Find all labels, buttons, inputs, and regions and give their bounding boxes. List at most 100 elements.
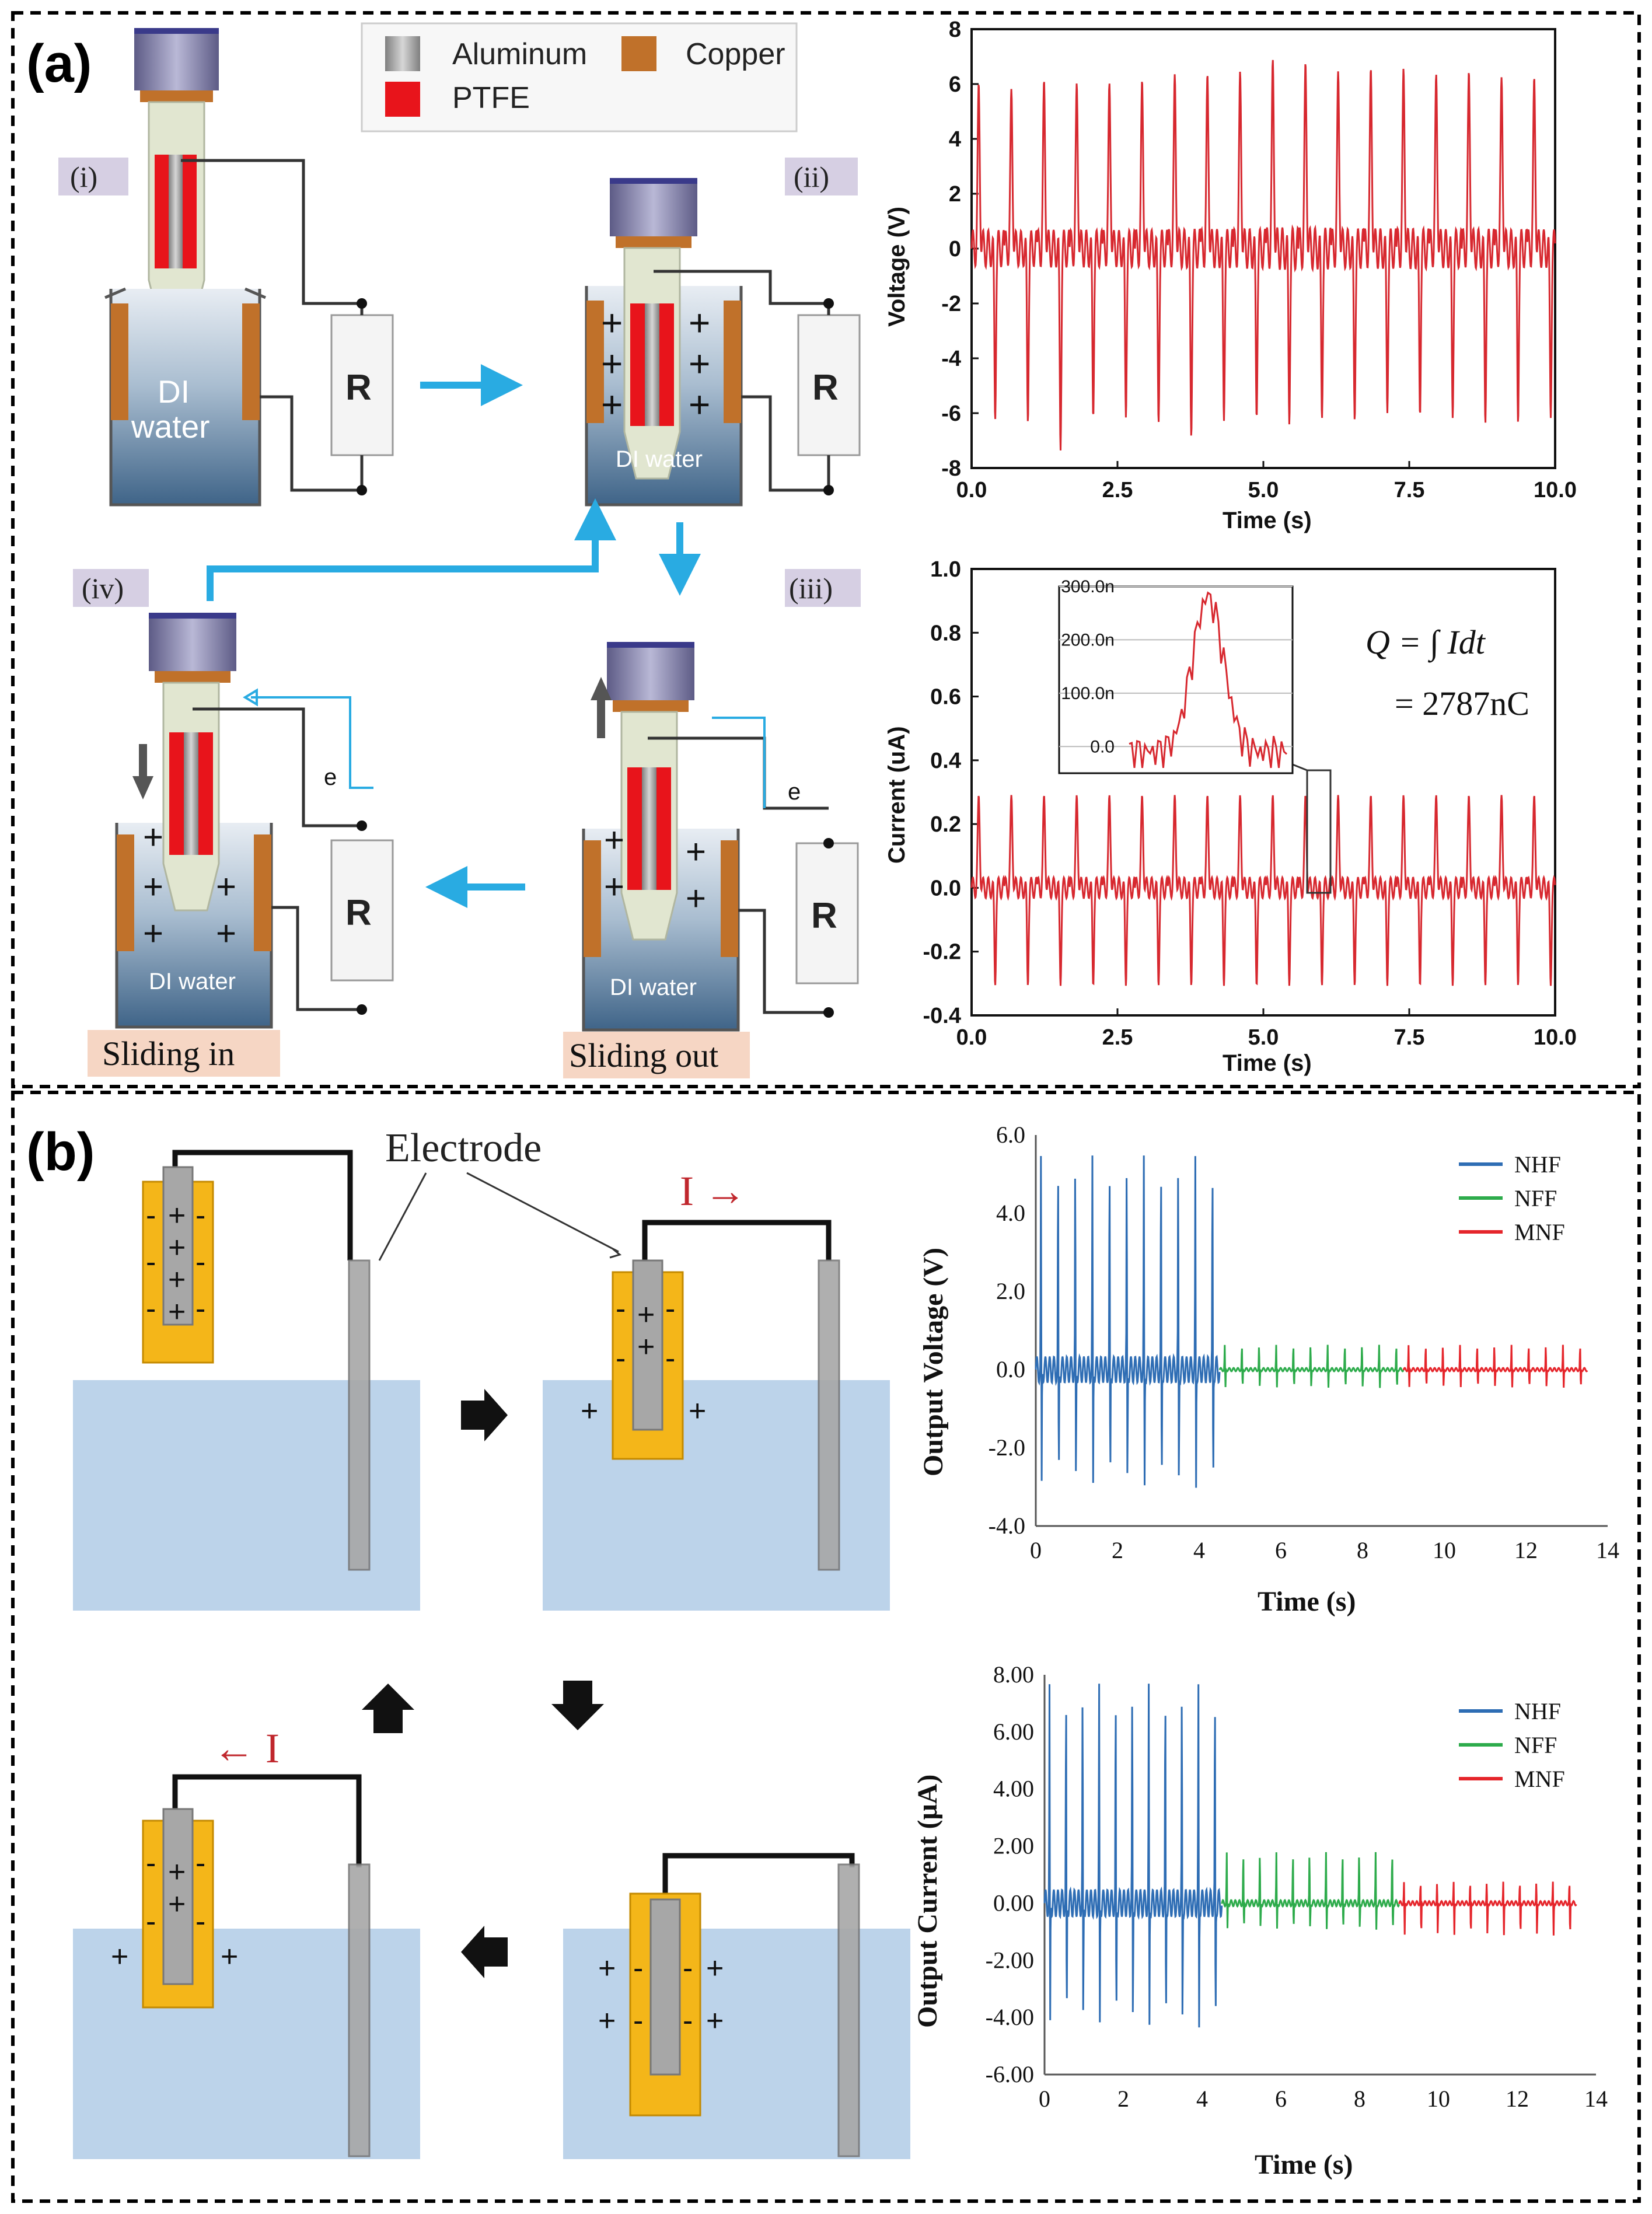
- voltage-b-ytick: -4.0: [989, 1513, 1025, 1539]
- svg-text:+: +: [637, 1330, 655, 1364]
- svg-text:-: -: [633, 1951, 643, 1985]
- panel-b-border: [11, 1091, 1641, 2203]
- plus-ii-2: +: [601, 343, 623, 385]
- voltage-b-xtick: 0: [1030, 1537, 1042, 1563]
- resistor-iv: [330, 839, 394, 982]
- current-a-xtick: 5.0: [1248, 1025, 1279, 1050]
- series-line-nff: [1221, 1852, 1400, 1930]
- current-b-ytick: -6.00: [986, 2061, 1034, 2087]
- voltage-b-ylabel: Output Voltage (V): [918, 1248, 949, 1476]
- svg-text:-: -: [616, 1292, 626, 1326]
- panel-a-border: [11, 11, 1641, 1088]
- voltage-a-ytick: 8: [949, 18, 961, 42]
- plus-iii-1: +: [604, 820, 624, 860]
- current-a-xtick: 0.0: [956, 1025, 987, 1050]
- legend-label-nhf: NHF: [1514, 1698, 1561, 1724]
- material-legend: Aluminum Copper PTFE: [361, 22, 798, 132]
- electron-iv: e: [324, 764, 337, 790]
- inset-ytick: 200.0n: [1061, 630, 1115, 649]
- svg-text:+: +: [168, 1295, 186, 1329]
- voltage-b-xtick: 4: [1193, 1537, 1205, 1563]
- arrow-iv-to-ii: [207, 498, 616, 601]
- svg-text:+: +: [637, 1298, 655, 1332]
- voltage-a-ytick: 4: [949, 127, 961, 152]
- svg-text:+: +: [168, 1199, 186, 1232]
- voltage-b-ytick: 2.0: [996, 1278, 1025, 1304]
- voltage-b-xtick: 10: [1433, 1537, 1456, 1563]
- current-b-xtick: 0: [1039, 2086, 1050, 2112]
- di-water-iii: DI water: [610, 975, 697, 1000]
- current-b-xtick: 10: [1427, 2086, 1450, 2112]
- current-a-ytick: 0.6: [930, 685, 961, 710]
- voltage-a-ytick: -4: [941, 347, 961, 371]
- voltage-a-xtick: 5.0: [1248, 478, 1279, 502]
- series-line-mnf: [1398, 1881, 1577, 1936]
- plus-ii-6: +: [689, 383, 710, 425]
- series-line-mnf: [1402, 1345, 1588, 1388]
- ptfe-label: PTFE: [452, 81, 530, 115]
- plus-ii-4: +: [689, 302, 710, 344]
- voltage-a-xtick: 10.0: [1534, 478, 1577, 502]
- legend-label-nff: NFF: [1514, 1185, 1557, 1211]
- legend-label-nff: NFF: [1514, 1732, 1557, 1758]
- current-a-ytick: 0.0: [930, 876, 961, 900]
- current-a-ytick: -0.2: [923, 940, 961, 965]
- svg-text:-: -: [683, 1951, 693, 1985]
- stage-ii-label: (ii): [794, 160, 829, 193]
- stage-iv-label: (iv): [82, 572, 124, 605]
- plus-iv-2: +: [143, 867, 163, 906]
- stage-iv: (iv) + + + + + DI water e R Sliding in: [73, 569, 394, 1077]
- plus-iv-3: +: [143, 914, 163, 953]
- plus-iii-4: +: [686, 879, 706, 918]
- voltage-b-ytick: -2.0: [989, 1434, 1025, 1461]
- current-b-ytick: 4.00: [993, 1776, 1034, 1802]
- voltage-b-xtick: 6: [1275, 1537, 1287, 1563]
- svg-text:-: -: [195, 1245, 205, 1279]
- svg-text:-: -: [195, 1846, 205, 1880]
- current-right-label: I →: [680, 1168, 746, 1214]
- svg-text:+: +: [168, 1263, 186, 1297]
- current-a-ytick: 0.2: [930, 812, 961, 837]
- current-b-ytick: 6.00: [993, 1719, 1034, 1745]
- current-b-xlabel: Time (s): [1255, 2149, 1353, 2180]
- voltage-b-xlabel: Time (s): [1258, 1586, 1356, 1617]
- inset-series-line: [1129, 591, 1287, 769]
- svg-text:+: +: [689, 1394, 706, 1428]
- current-b-xtick: 14: [1584, 2086, 1608, 2112]
- voltage-b-xtick: 2: [1112, 1537, 1123, 1563]
- charge-value: = 2787nC: [1395, 685, 1529, 722]
- inset-ytick: 0.0: [1090, 737, 1115, 756]
- voltage-b-xtick: 8: [1357, 1537, 1368, 1563]
- voltage-b-ytick: 0.0: [996, 1356, 1025, 1382]
- svg-text:+: +: [168, 1231, 186, 1265]
- plus-iii-2: +: [604, 867, 624, 906]
- plus-iii-3: +: [686, 832, 706, 871]
- current-a-ytick: 0.8: [930, 621, 961, 645]
- charge-formula: Q = ∫ Idt: [1365, 623, 1486, 663]
- resistor-i: [330, 314, 394, 456]
- svg-text:-: -: [195, 1292, 205, 1326]
- current-b-ytick: -2.00: [986, 1947, 1034, 1973]
- current-b-ytick: -4.00: [986, 2004, 1034, 2030]
- zoom-box: [1306, 769, 1332, 894]
- svg-text:-: -: [195, 1905, 205, 1939]
- svg-text:+: +: [168, 1887, 186, 1921]
- voltage-b-ytick: 4.0: [996, 1200, 1025, 1226]
- legend-label-mnf: MNF: [1514, 1766, 1565, 1792]
- svg-text:-: -: [665, 1342, 675, 1375]
- svg-text:-: -: [633, 2004, 643, 2038]
- svg-text:-: -: [146, 1905, 156, 1939]
- current-b-xtick: 6: [1275, 2086, 1287, 2112]
- svg-text:-: -: [616, 1342, 626, 1375]
- plus-iv-1: +: [143, 818, 163, 857]
- resistor-iv-label: R: [345, 893, 372, 933]
- di-water-line2: water: [131, 408, 210, 445]
- current-a-xlabel: Time (s): [1223, 1050, 1312, 1076]
- svg-text:+: +: [111, 1940, 128, 1974]
- voltage-a-ytick: -8: [941, 456, 961, 481]
- svg-text:-: -: [146, 1245, 156, 1279]
- resistor-iii: [795, 842, 859, 984]
